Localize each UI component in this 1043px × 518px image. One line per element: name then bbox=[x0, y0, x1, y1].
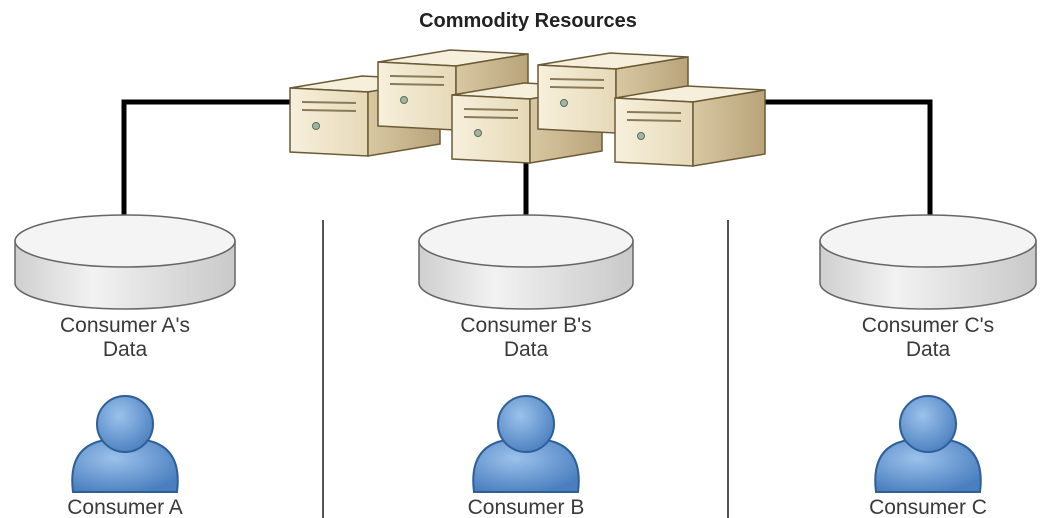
consumer-a-data-label: Consumer A's bbox=[60, 314, 190, 337]
consumer-column-a: Consumer A's Data Consumer A bbox=[14, 214, 236, 518]
server-icon bbox=[614, 85, 766, 167]
dividers bbox=[322, 220, 729, 518]
user-icon bbox=[71, 395, 179, 493]
consumer-c-data-label: Consumer C's bbox=[862, 314, 994, 337]
connector-a bbox=[121, 99, 300, 218]
user-icon bbox=[874, 395, 982, 493]
consumer-c-data-label-line2: Data bbox=[906, 338, 951, 361]
consumer-column-c: Consumer C's Data Consumer C bbox=[819, 214, 1037, 518]
consumer-column-b: Consumer B's Data Consumer B bbox=[418, 214, 634, 518]
diagram-title: Commodity Resources bbox=[419, 10, 637, 32]
user-icon bbox=[472, 395, 580, 493]
consumer-b-data-label-line2: Data bbox=[504, 338, 549, 361]
server-cluster bbox=[289, 49, 766, 167]
consumer-a-data-label-line2: Data bbox=[103, 338, 148, 361]
database-icon bbox=[14, 214, 236, 310]
consumer-a-label: Consumer A bbox=[67, 496, 183, 518]
consumer-c-label: Consumer C bbox=[869, 496, 987, 518]
database-icon bbox=[418, 214, 634, 310]
database-icon bbox=[819, 214, 1037, 310]
connector-c bbox=[760, 99, 933, 218]
consumer-b-label: Consumer B bbox=[468, 496, 585, 518]
consumer-b-data-label: Consumer B's bbox=[460, 314, 591, 337]
